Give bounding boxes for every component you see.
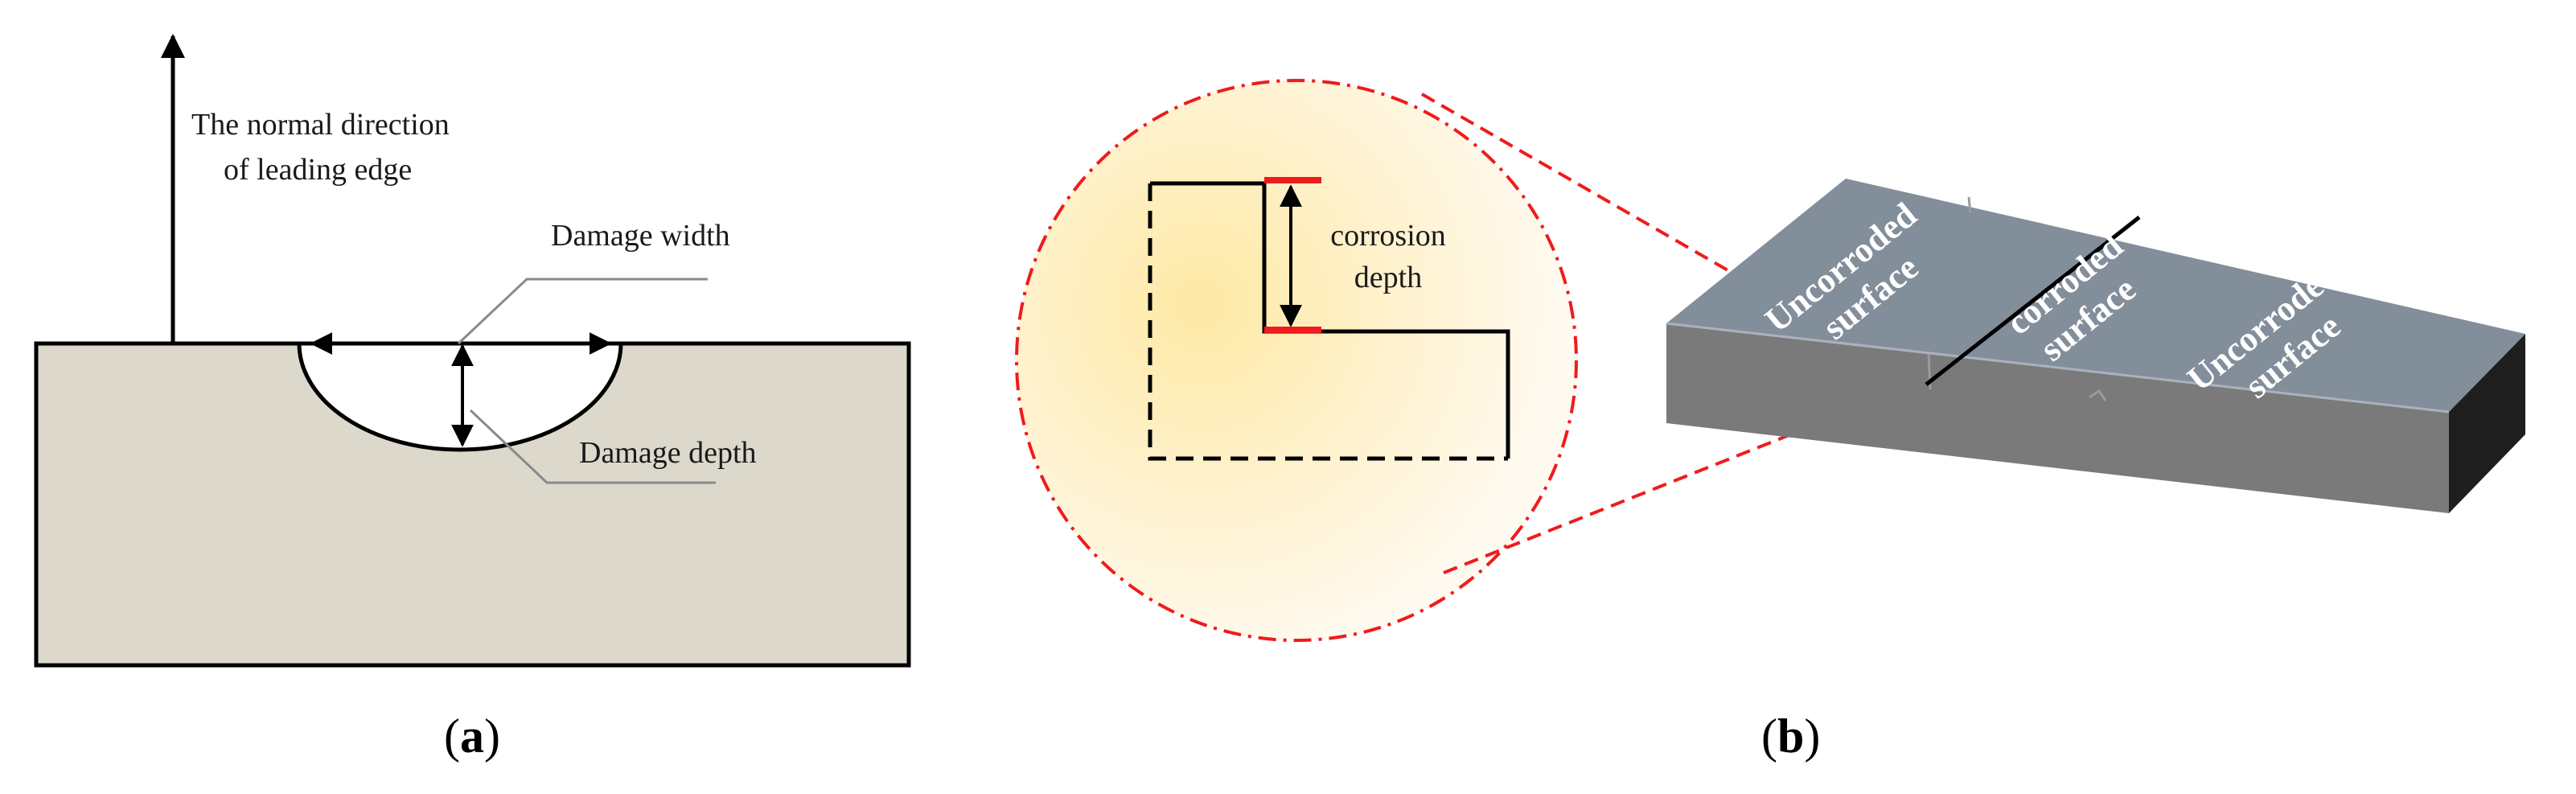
corrosion-right-step [2089, 389, 2107, 401]
caption-b: (b) [1761, 710, 1820, 763]
normal-direction-label: The normal direction [191, 108, 450, 142]
panel-a: The normal direction of leading edge Dam… [34, 34, 911, 763]
damage-depth-leader [469, 409, 716, 484]
damage-depth-label: Damage depth [579, 436, 757, 470]
plate-side-face [2449, 334, 2525, 513]
section-outline-dashed [1148, 183, 1508, 461]
plate-front-face [1666, 323, 2449, 513]
panel-b: corrosion depth Uncorroded surface corro… [1015, 79, 2525, 763]
corrosion-depth-label-2: depth [1354, 261, 1422, 294]
normal-direction-label-2: of leading edge [224, 153, 412, 187]
plate-top-face [1666, 179, 2525, 412]
damage-width-label: Damage width [551, 219, 730, 253]
damage-width-leader [457, 278, 708, 345]
magnifier-circle [1015, 79, 1578, 642]
corrosion-depth-label: corrosion [1330, 219, 1446, 253]
corrosion-boundary-line [1925, 216, 2141, 386]
corrosion-step-right [1967, 196, 1972, 214]
caption-a: (a) [444, 710, 500, 763]
